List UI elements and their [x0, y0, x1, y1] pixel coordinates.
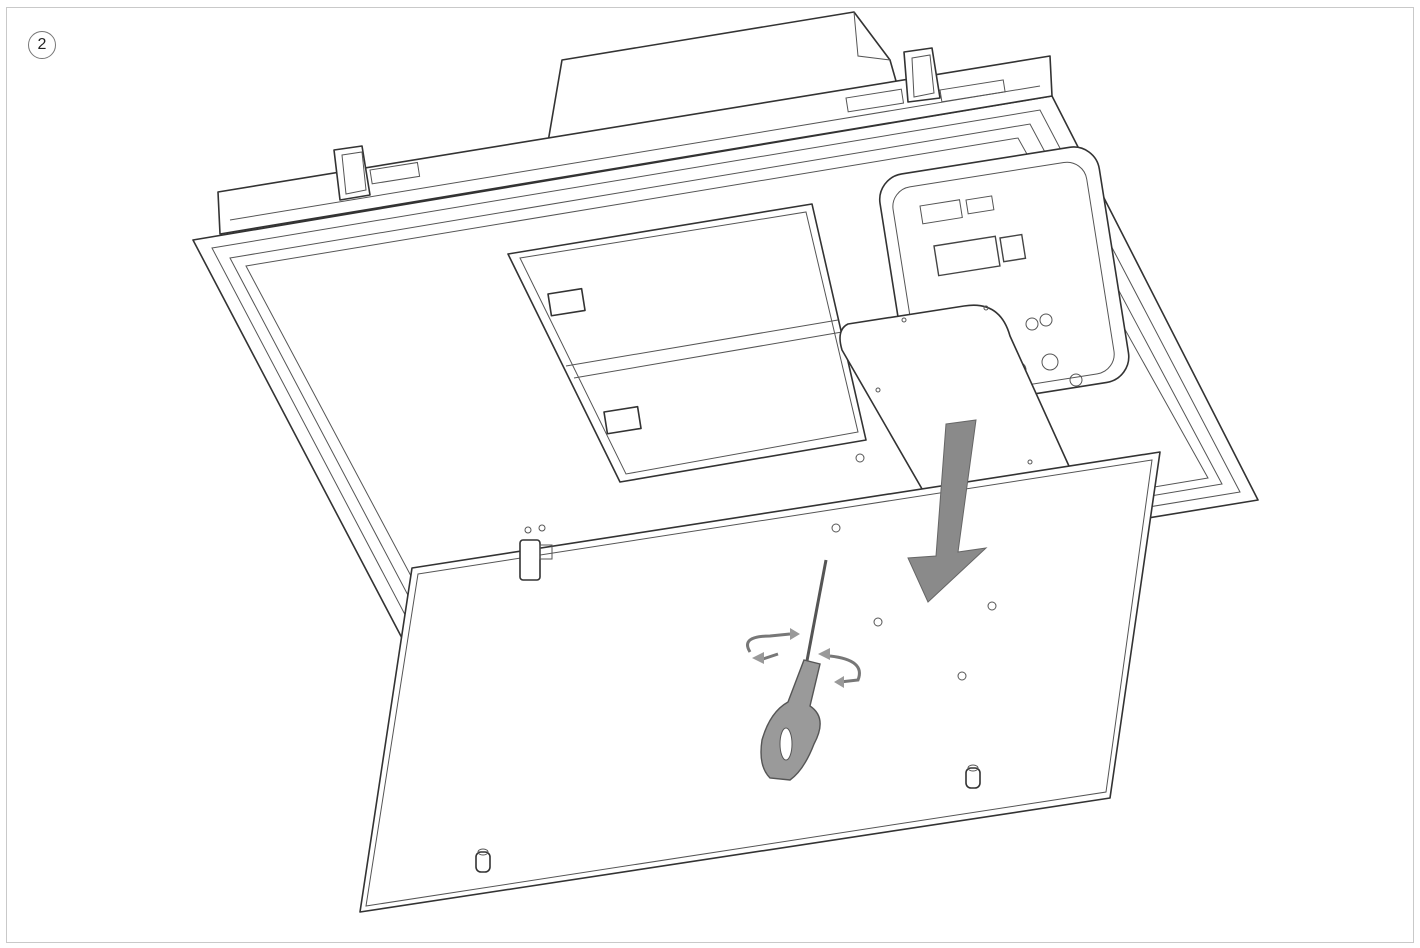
top-junction-box: [547, 11, 899, 143]
direction-arrow: [907, 419, 988, 603]
panel-clip: [519, 524, 553, 581]
spring-pin-left: [475, 848, 491, 873]
spring-pin-right: [965, 764, 981, 789]
step-number-badge: 2: [28, 31, 56, 59]
screwdriver: [760, 559, 828, 781]
center-panels: [507, 203, 867, 483]
mounting-bracket-right: [845, 47, 1006, 113]
mounting-bracket-left: [333, 145, 421, 201]
rotation-arrows: [746, 628, 861, 688]
